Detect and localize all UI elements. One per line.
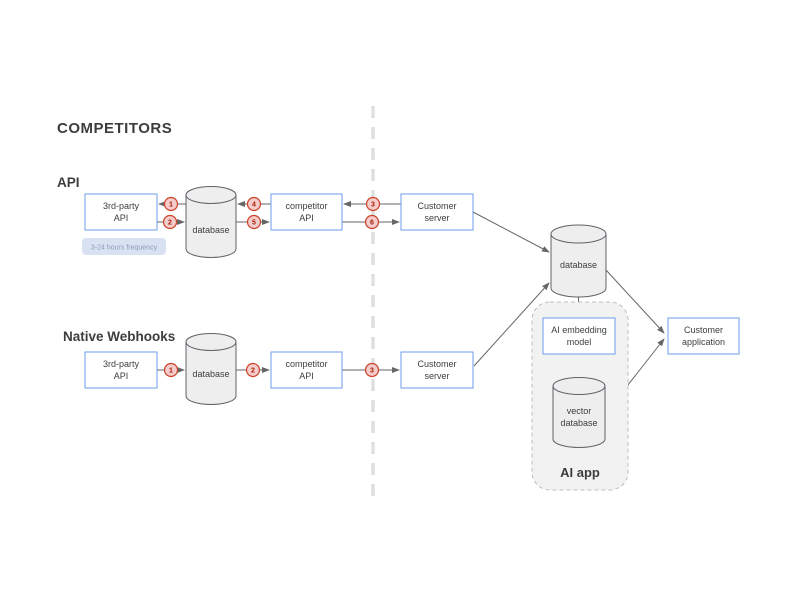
ai-app-label: AI app [560,465,600,480]
node-label: AI embedding [551,325,607,335]
node-label: API [299,213,314,223]
node-label: Customer [417,201,456,211]
section-webhooks-label: Native Webhooks [63,329,175,344]
svg-text:3: 3 [371,202,375,209]
frequency-badge: 3-24 hours frequency [82,238,166,255]
step-circle-api-3: 3 [365,196,381,212]
node-wh-customer-server: Customer server [400,351,474,389]
node-label: Customer [417,359,456,369]
svg-text:3: 3 [370,368,374,375]
node-customer-application: Customer application [667,317,740,355]
page-title: COMPETITORS [57,120,172,137]
node-api-database: database [185,186,237,258]
node-label: vector [567,406,592,416]
step-circle-wh-3: 3 [364,362,380,378]
node-label: application [682,337,725,347]
node-label: database [560,260,597,270]
node-ai-embedding-model: AI embedding model [542,317,616,355]
svg-text:5: 5 [252,220,256,227]
node-wh-competitor: competitor API [270,351,343,389]
step-circle-api-2: 2 [162,214,178,230]
step-circle-wh-2: 2 [245,362,261,378]
node-vector-database: vector database [552,377,606,448]
node-wh-third-party: 3rd-party API [84,351,158,389]
step-circle-api-5: 5 [246,214,262,230]
node-label: 3rd-party [103,201,140,211]
svg-text:4: 4 [252,202,256,209]
step-circle-api-1: 1 [163,196,179,212]
node-api-third-party: 3rd-party API [84,193,158,231]
node-label: database [192,225,229,235]
node-label: database [192,369,229,379]
svg-text:2: 2 [251,368,255,375]
node-label: competitor [285,359,327,369]
node-label: 3rd-party [103,359,140,369]
node-label: model [567,337,592,347]
svg-text:1: 1 [169,202,173,209]
arrow-whserver-to-centraldb [473,282,550,367]
step-circle-api-4: 4 [246,196,262,212]
svg-text:1: 1 [169,368,173,375]
arrow-apiserver-to-centraldb [472,211,550,253]
node-api-competitor: competitor API [270,193,343,231]
frequency-badge-label: 3-24 hours frequency [91,245,158,252]
node-label: competitor [285,201,327,211]
node-label: Customer [684,325,723,335]
node-label: database [560,418,597,428]
section-api-label: API [57,175,80,190]
step-circle-wh-1: 1 [163,362,179,378]
node-api-customer-server: Customer server [400,193,474,231]
node-central-database: database [550,224,607,298]
step-circle-api-6: 6 [364,214,380,230]
node-label: server [424,213,449,223]
node-label: server [424,371,449,381]
node-wh-database: database [185,333,237,405]
svg-text:6: 6 [370,220,374,227]
node-label: API [114,213,129,223]
arrow-centraldb-to-app [605,269,665,334]
svg-text:2: 2 [168,220,172,227]
node-label: API [114,371,129,381]
node-label: API [299,371,314,381]
